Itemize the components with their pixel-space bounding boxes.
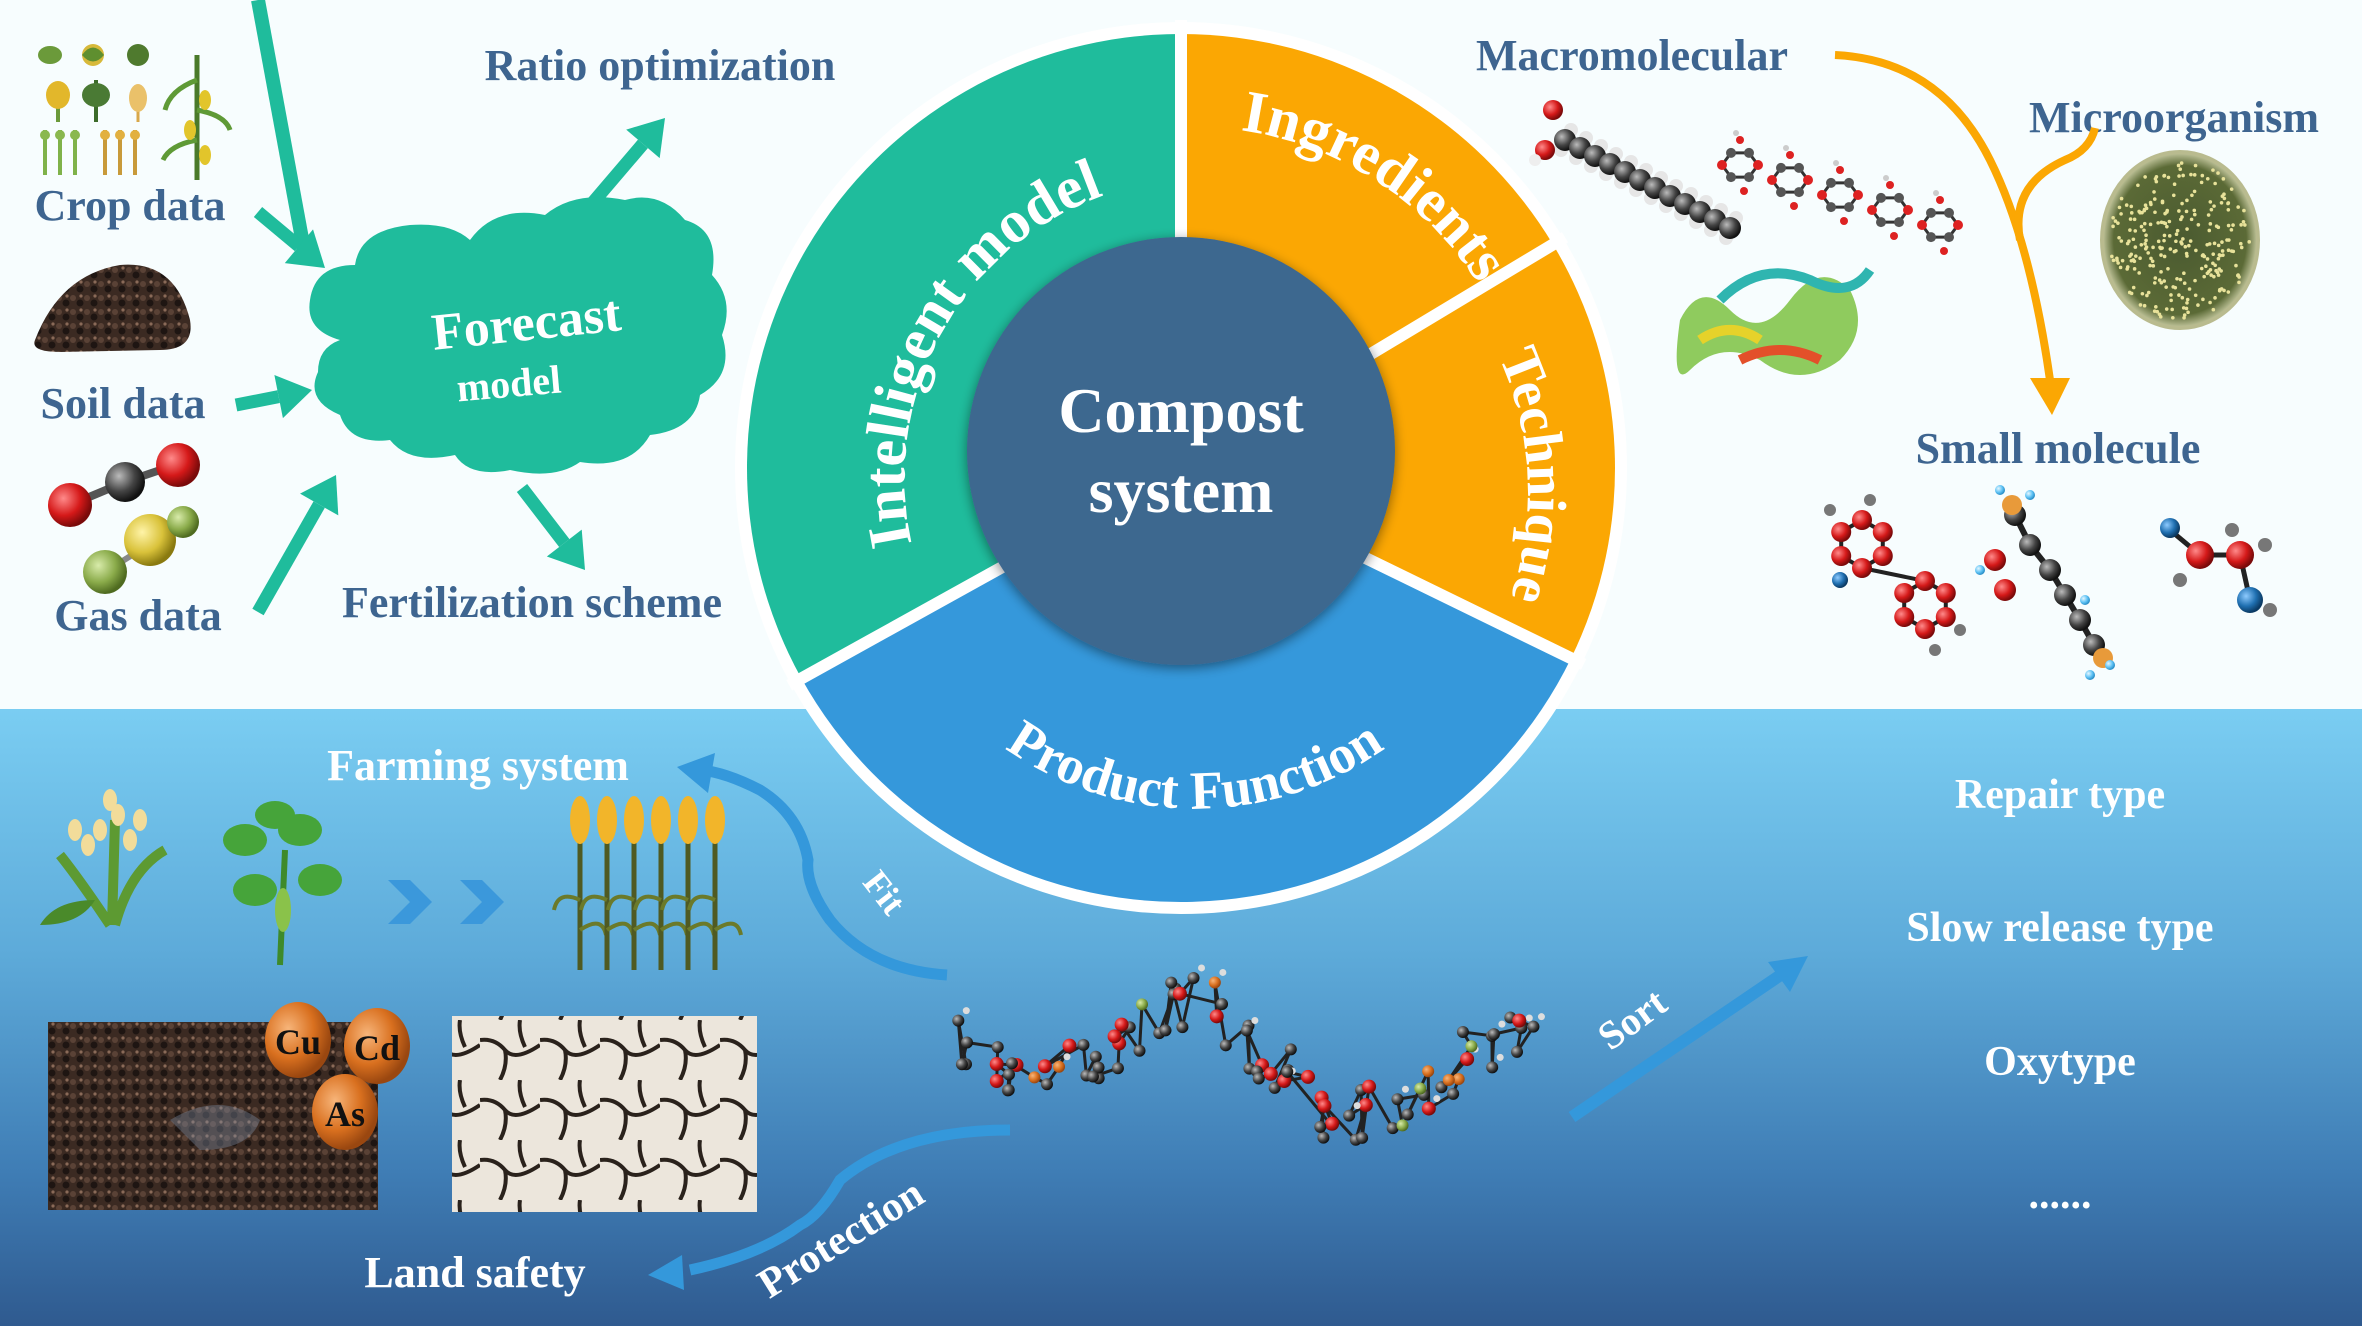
metal-label-cu: Cu: [275, 1022, 321, 1062]
crop-icons: [38, 44, 233, 180]
fit-arrow: [677, 753, 948, 981]
arrow-cloud-to-fertilization: [516, 484, 585, 570]
forecast-cloud: Forecast model: [309, 197, 727, 474]
type-more: ......: [2029, 1172, 2092, 1218]
crop-icon-barley: [129, 84, 147, 122]
small-molecule-chain: [1975, 485, 2115, 680]
soil-pile-image: [34, 264, 191, 352]
output-label-ratio-optimization: Ratio optimization: [485, 41, 836, 90]
arrow-crop-to-cloud: [251, 0, 312, 257]
metal-label-as: As: [325, 1094, 365, 1134]
fatty-acid-molecule: [1529, 100, 1743, 245]
center-circle-disc: [967, 237, 1395, 665]
crop-icon-rice-yellow: [100, 130, 140, 175]
type-oxy: Oxytype: [1984, 1039, 2136, 1085]
polysaccharide-molecule: [1717, 130, 1963, 255]
orange-flow-arrow: [1834, 51, 2099, 415]
input-label-crop-data: Crop data: [34, 181, 225, 230]
corn-field-illustration: [552, 796, 743, 970]
metal-ion-cu: Cu: [265, 1002, 331, 1078]
label-small-molecule: Small molecule: [1916, 424, 2201, 473]
rotation-chevrons: [388, 880, 504, 924]
cracked-soil-photo: [452, 1016, 757, 1212]
small-molecule-aromatic: [1824, 494, 1966, 656]
label-macromolecular: Macromolecular: [1476, 31, 1788, 80]
sort-arrow: [1568, 956, 1808, 1122]
label-sort: Sort: [1589, 979, 1675, 1059]
protein-ribbon: [1676, 266, 1875, 375]
small-molecule-amine: [2160, 518, 2277, 617]
arrow-soil-to-cloud: [234, 374, 312, 419]
arrow-gas-to-cloud: [252, 475, 339, 616]
arrow-crop-to-cloud: [253, 207, 325, 268]
protection-arrow: [648, 1124, 1011, 1290]
cloud-shape: [309, 197, 727, 474]
crop-icon-cabbage: [82, 44, 104, 66]
metal-ion-as: As: [312, 1074, 378, 1150]
rice-plant-illustration: [40, 789, 168, 928]
heavy-metal-ions: Cu Cd As: [265, 1002, 410, 1150]
label-fit: Fit: [855, 863, 914, 922]
center-circle: Compost system: [967, 237, 1395, 665]
center-title-line1: Compost: [1058, 375, 1304, 446]
petri-dish: [2100, 150, 2260, 330]
label-land-safety: Land safety: [364, 1248, 585, 1297]
metal-ion-cd: Cd: [344, 1008, 410, 1084]
type-slow-release: Slow release type: [1906, 905, 2213, 951]
gas-molecule-image: [48, 443, 200, 594]
metal-label-cd: Cd: [354, 1028, 400, 1068]
label-microorganism: Microorganism: [2029, 93, 2319, 142]
type-repair: Repair type: [1955, 772, 2165, 818]
crop-icon-corn-plant: [160, 55, 233, 180]
cloud-subtitle: model: [455, 357, 563, 411]
crop-icon-lettuce: [127, 44, 149, 66]
crop-icon-rice-green: [40, 130, 80, 175]
output-label-fertilization-scheme: Fertilization scheme: [342, 578, 722, 627]
input-label-soil-data: Soil data: [40, 379, 205, 428]
center-title-line2: system: [1089, 455, 1274, 526]
input-label-gas-data: Gas data: [54, 591, 221, 640]
crop-icon-leaf: [38, 46, 62, 64]
ring-segment-technique: [1181, 244, 1616, 659]
soybean-plant-illustration: [223, 801, 342, 966]
crop-icon-soybean: [82, 80, 110, 122]
humic-acid-molecule: [952, 964, 1545, 1146]
crop-icon-wheat-yellow: [46, 81, 70, 122]
input-arrows: [251, 0, 312, 257]
label-farming-system: Farming system: [327, 741, 629, 790]
